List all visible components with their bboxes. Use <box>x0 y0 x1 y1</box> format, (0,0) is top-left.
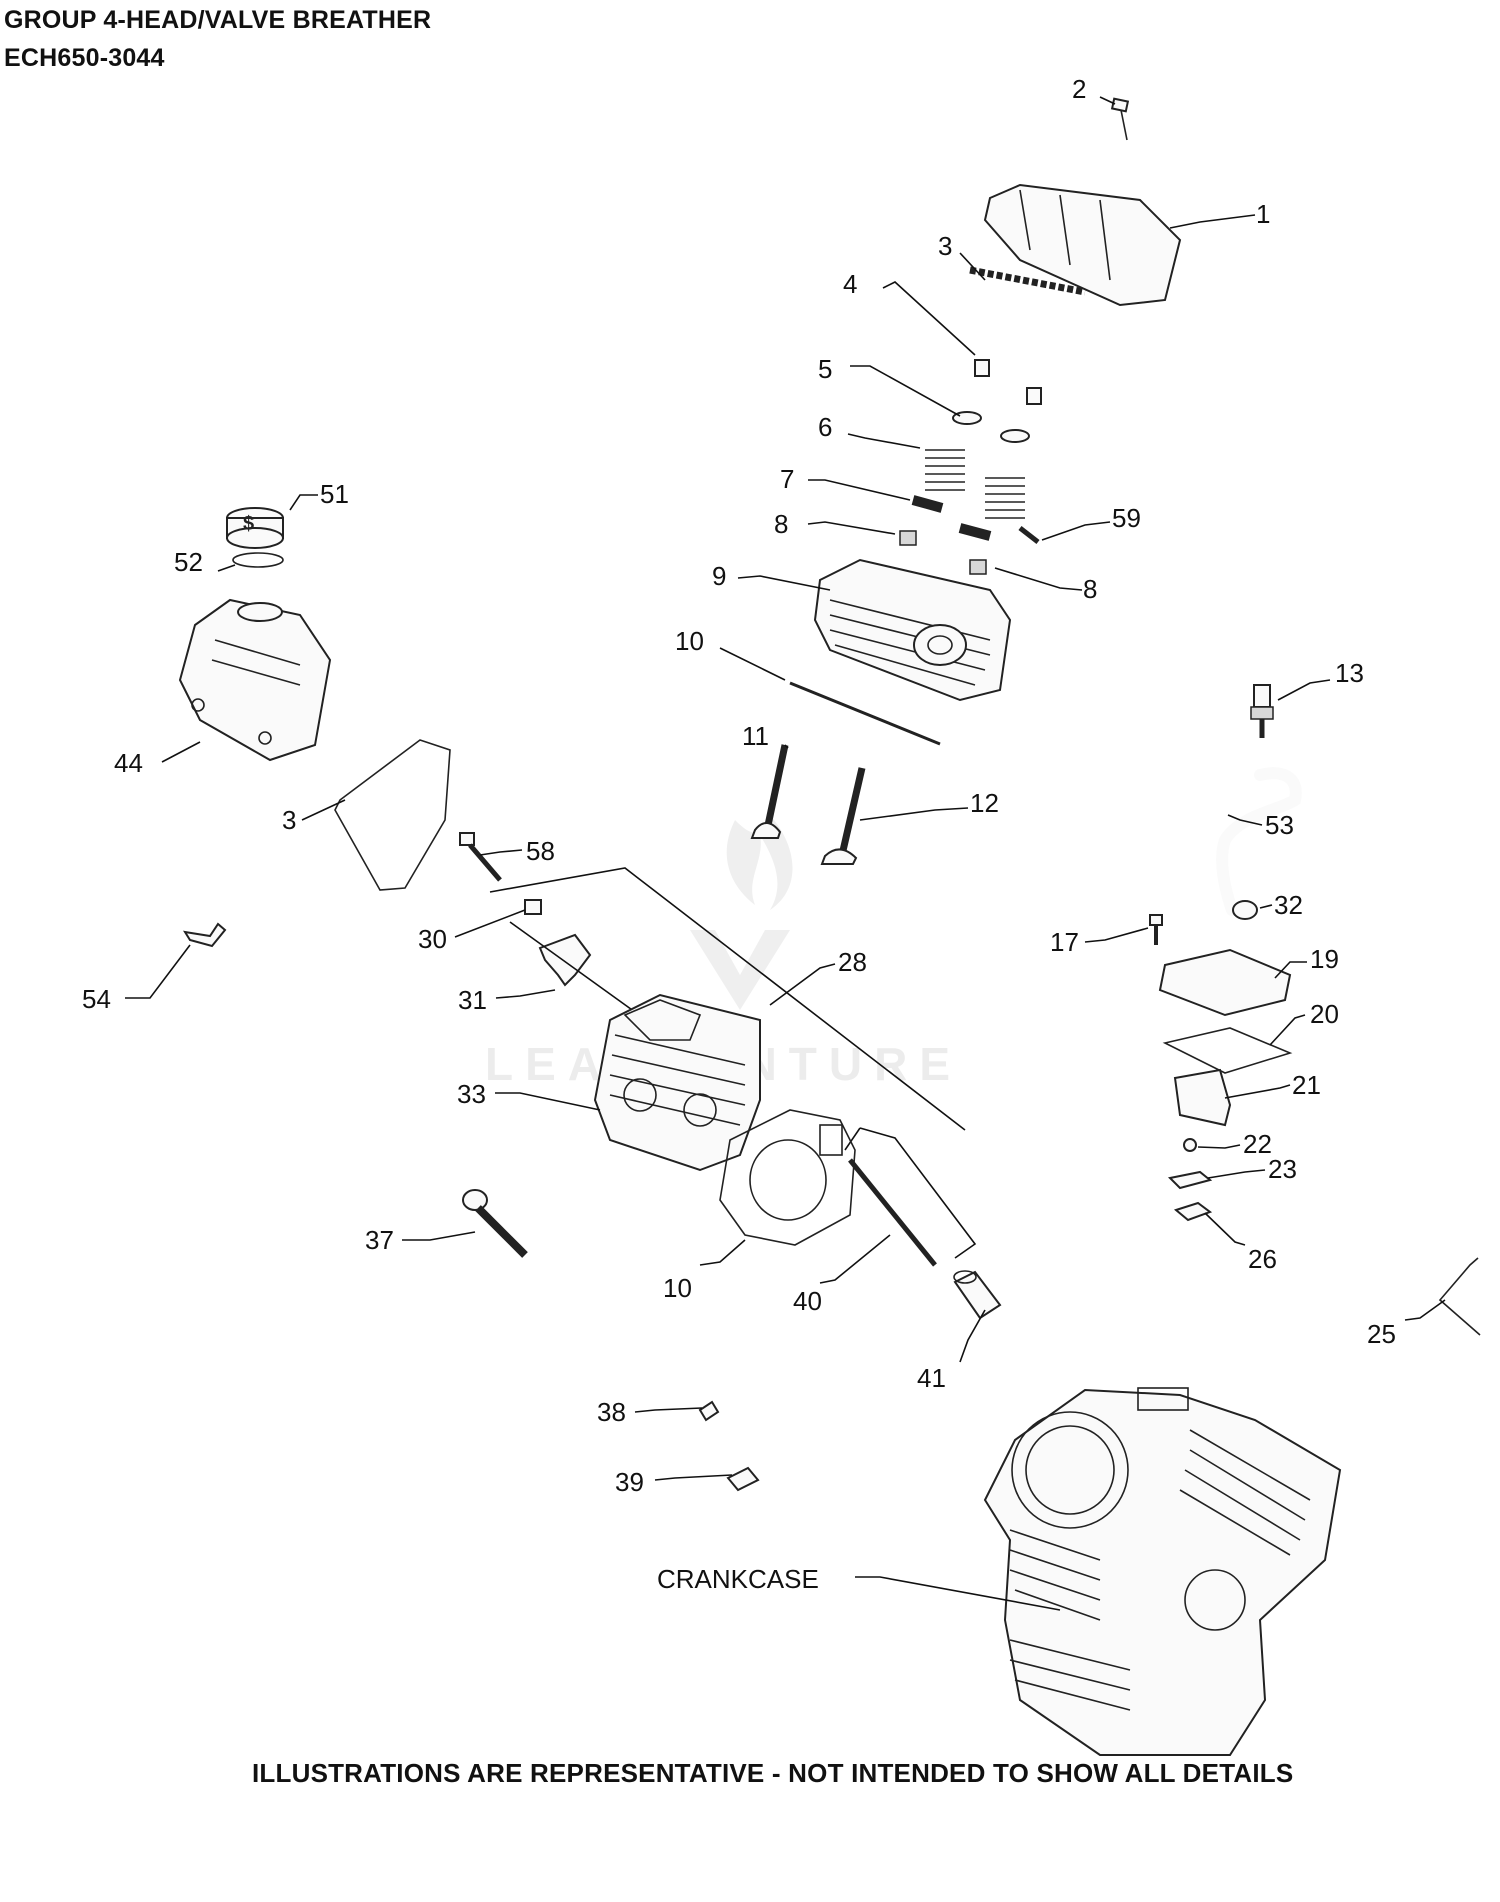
callout-3: 3 <box>938 231 952 261</box>
part-rocker-31 <box>538 933 592 987</box>
callout-54: 54 <box>82 984 111 1014</box>
part-screw-17 <box>1149 914 1163 945</box>
part-plate-23 <box>1167 1170 1213 1190</box>
watermark-v-icon <box>690 930 790 1010</box>
part-plate-39 <box>726 1466 760 1492</box>
part-pin-59 <box>1018 526 1040 544</box>
diagram-title: GROUP 4-HEAD/VALVE BREATHER <box>4 6 432 34</box>
part-oil-cap-51: $ <box>226 507 284 549</box>
part-valve-11 <box>750 744 789 839</box>
callout-17: 17 <box>1050 927 1079 957</box>
part-bolt-37 <box>462 1189 528 1258</box>
part-head-gasket-10b <box>719 1109 856 1246</box>
part-o-ring-52 <box>232 552 284 568</box>
callout-59: 59 <box>1112 503 1141 533</box>
callout-1: 1 <box>1256 199 1270 229</box>
callout-37: 37 <box>365 1225 394 1255</box>
part-group-bracket-28 <box>489 867 977 1259</box>
part-gasket-3 <box>969 266 1086 296</box>
callout-12: 12 <box>970 788 999 818</box>
part-bolt-58 <box>459 832 502 882</box>
part-push-rod-40 <box>848 1158 937 1267</box>
callout-25: 25 <box>1367 1319 1396 1349</box>
callout-3-left: 3 <box>282 805 296 835</box>
callout-5: 5 <box>818 354 832 384</box>
callout-23: 23 <box>1268 1154 1297 1184</box>
part-screw-22 <box>1183 1138 1197 1152</box>
callout-32: 32 <box>1274 890 1303 920</box>
part-tube-41 <box>953 1270 1002 1320</box>
callout-2: 2 <box>1072 74 1086 104</box>
callout-13: 13 <box>1335 658 1364 688</box>
part-breather-filter-21 <box>1173 1068 1232 1127</box>
part-breather-gasket-20 <box>1162 1027 1293 1074</box>
part-bracket-25 <box>1438 1257 1481 1336</box>
callout-4: 4 <box>843 269 857 299</box>
callout-10: 10 <box>675 626 704 656</box>
callout-11: 11 <box>742 721 769 751</box>
disclaimer-footer: ILLUSTRATIONS ARE REPRESENTATIVE - NOT I… <box>252 1758 1294 1788</box>
callout-crankcase: CRANKCASE <box>657 1564 819 1594</box>
callout-51: 51 <box>320 479 349 509</box>
callout-39: 39 <box>615 1467 644 1497</box>
callout-8: 8 <box>774 509 788 539</box>
callout-30: 30 <box>418 924 447 954</box>
callout-9: 9 <box>712 561 726 591</box>
part-bracket-54 <box>182 922 227 948</box>
part-valve-spring-6 <box>925 449 1025 519</box>
callout-28: 28 <box>838 947 867 977</box>
part-valve-seal-8 <box>899 530 987 575</box>
callout-52: 52 <box>174 547 203 577</box>
callout-44: 44 <box>114 748 143 778</box>
callout-31: 31 <box>458 985 487 1015</box>
part-valve-cap-4 <box>974 359 1042 405</box>
part-valve-guide-7 <box>911 495 992 541</box>
callout-10-lower: 10 <box>663 1273 692 1303</box>
callout-33: 33 <box>457 1079 486 1109</box>
callout-labels: 2 1 3 4 5 6 7 8 59 9 8 10 51 52 44 3 11 … <box>82 74 1396 1594</box>
callout-38: 38 <box>597 1397 626 1427</box>
callout-6: 6 <box>818 412 832 442</box>
callout-20: 20 <box>1310 999 1339 1029</box>
part-cylinder-head-33 <box>593 993 761 1172</box>
model-number: ECH650-3044 <box>4 44 165 72</box>
part-cylinder-head-9 <box>813 558 1012 702</box>
svg-text:$: $ <box>243 513 254 535</box>
part-breather-cover-19 <box>1158 948 1292 1017</box>
callout-26: 26 <box>1248 1244 1277 1274</box>
part-sensor-13 <box>1250 684 1274 738</box>
part-head-gasket-10a <box>789 681 941 746</box>
part-valve-12 <box>820 767 866 865</box>
part-reed-26 <box>1173 1201 1213 1222</box>
part-valve-cover-44 <box>178 598 332 762</box>
callout-41: 41 <box>917 1363 946 1393</box>
callout-21: 21 <box>1292 1070 1321 1100</box>
part-clip-30 <box>524 899 542 915</box>
part-bolt-2 <box>1110 97 1130 141</box>
part-fitting-32 <box>1232 900 1258 920</box>
part-clip-38 <box>698 1400 720 1422</box>
part-gasket-3b <box>334 739 451 891</box>
leader-lines <box>125 96 1446 1611</box>
callout-7: 7 <box>780 464 794 494</box>
callout-8-right: 8 <box>1083 574 1097 604</box>
part-valve-cover-1 <box>983 183 1182 307</box>
callout-40: 40 <box>793 1286 822 1316</box>
part-crankcase <box>983 1387 1342 1756</box>
callout-19: 19 <box>1310 944 1339 974</box>
callout-53: 53 <box>1265 810 1294 840</box>
callout-22: 22 <box>1243 1129 1272 1159</box>
part-retainer-5 <box>952 411 1030 443</box>
callout-58: 58 <box>526 836 555 866</box>
